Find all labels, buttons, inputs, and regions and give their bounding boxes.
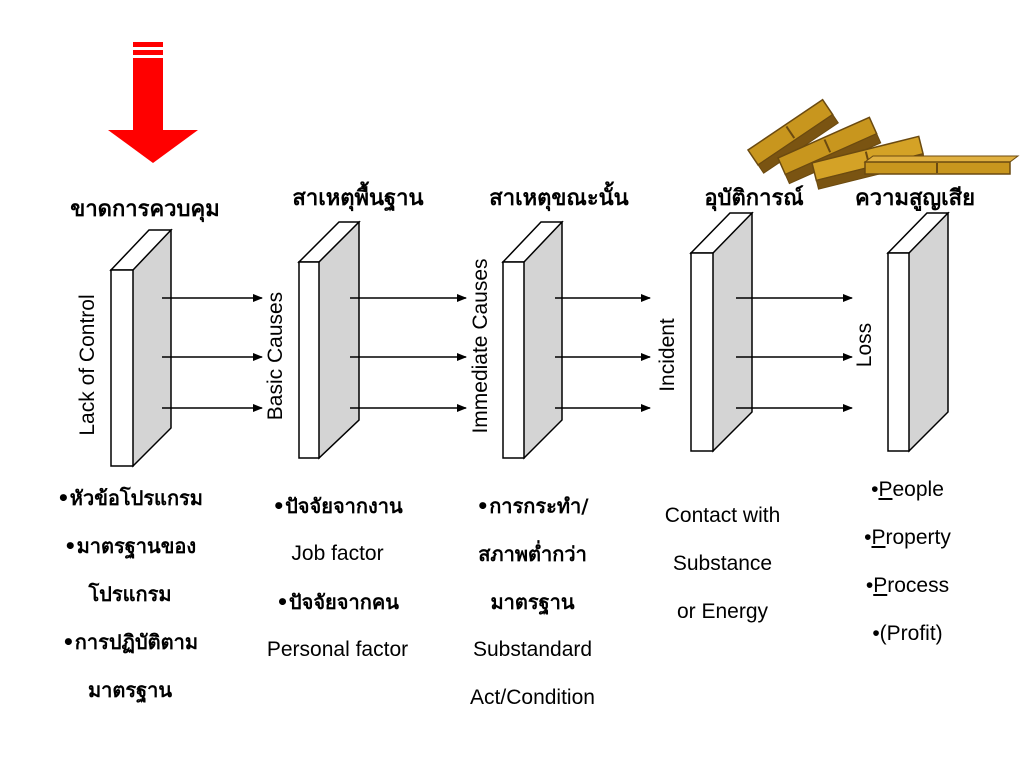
- loss-item-process: •Process: [865, 574, 950, 597]
- details-basic-causes: •ปัจจัยจากงาน Job factor •ปัจจัยจากคน Pe…: [240, 482, 435, 674]
- detail-line: •การกระทำ/: [476, 494, 589, 518]
- red-down-arrow-icon: [108, 42, 198, 163]
- detail-line: •การปฏิบัติตาม: [61, 630, 199, 654]
- arrows-basic-to-immediate: [350, 294, 467, 412]
- label-lack-of-control: Lack of Control: [76, 294, 99, 436]
- detail-line: มาตรฐาน: [87, 678, 173, 702]
- detail-line: •มาตรฐานของ: [63, 534, 197, 558]
- detail-line: Act/Condition: [470, 686, 595, 709]
- details-incident: Contact with Substance or Energy: [640, 492, 805, 636]
- detail-line: •ปัจจัยจากคน: [276, 590, 399, 614]
- detail-line: •หัวข้อโปรแกรม: [57, 486, 203, 510]
- heading-incident: อุบัติการณ์: [704, 185, 804, 211]
- detail-line: สภาพต่ำกว่า: [478, 542, 587, 566]
- arrows-control-to-basic: [162, 294, 263, 412]
- label-immediate-causes: Immediate Causes: [469, 258, 492, 434]
- panel-loss: [886, 211, 950, 453]
- label-loss: Loss: [853, 322, 876, 368]
- details-lack-of-control: •หัวข้อโปรแกรม •มาตรฐานของ โปรแกรม •การป…: [30, 474, 230, 714]
- heading-basic-causes: สาเหตุพื้นฐาน: [292, 185, 424, 211]
- loss-item-profit: •(Profit): [872, 622, 943, 645]
- panel-immediate-causes: [501, 220, 564, 460]
- details-immediate-causes: •การกระทำ/ สภาพต่ำกว่า มาตรฐาน Substanda…: [445, 482, 620, 722]
- panel-basic-causes: [297, 220, 361, 460]
- loss-item-people: •People: [871, 478, 944, 501]
- loss-item-property: •Property: [864, 526, 951, 549]
- detail-line: Job factor: [291, 542, 384, 565]
- panel-lack-of-control: [109, 228, 173, 468]
- heading-loss: ความสูญเสีย: [855, 185, 975, 211]
- falling-dominoes-icon: [746, 98, 1020, 190]
- detail-line: Contact with: [664, 504, 781, 527]
- label-basic-causes: Basic Causes: [264, 291, 287, 421]
- detail-line: โปรแกรม: [88, 582, 172, 606]
- heading-lack-of-control: ขาดการควบคุม: [70, 196, 220, 222]
- label-incident: Incident: [656, 318, 679, 392]
- detail-line: มาตรฐาน: [490, 590, 575, 614]
- detail-line: or Energy: [676, 600, 769, 623]
- detail-line: Substandard: [472, 638, 593, 661]
- detail-line: Personal factor: [266, 638, 409, 661]
- arrows-immediate-to-incident: [555, 294, 651, 412]
- panel-incident: [689, 211, 754, 453]
- heading-immediate-causes: สาเหตุขณะนั้น: [489, 185, 629, 211]
- detail-line: •ปัจจัยจากงาน: [272, 494, 403, 518]
- detail-line: Substance: [672, 552, 773, 575]
- arrows-incident-to-loss: [736, 294, 853, 412]
- details-loss: •People •Property •Process •(Profit): [840, 466, 975, 658]
